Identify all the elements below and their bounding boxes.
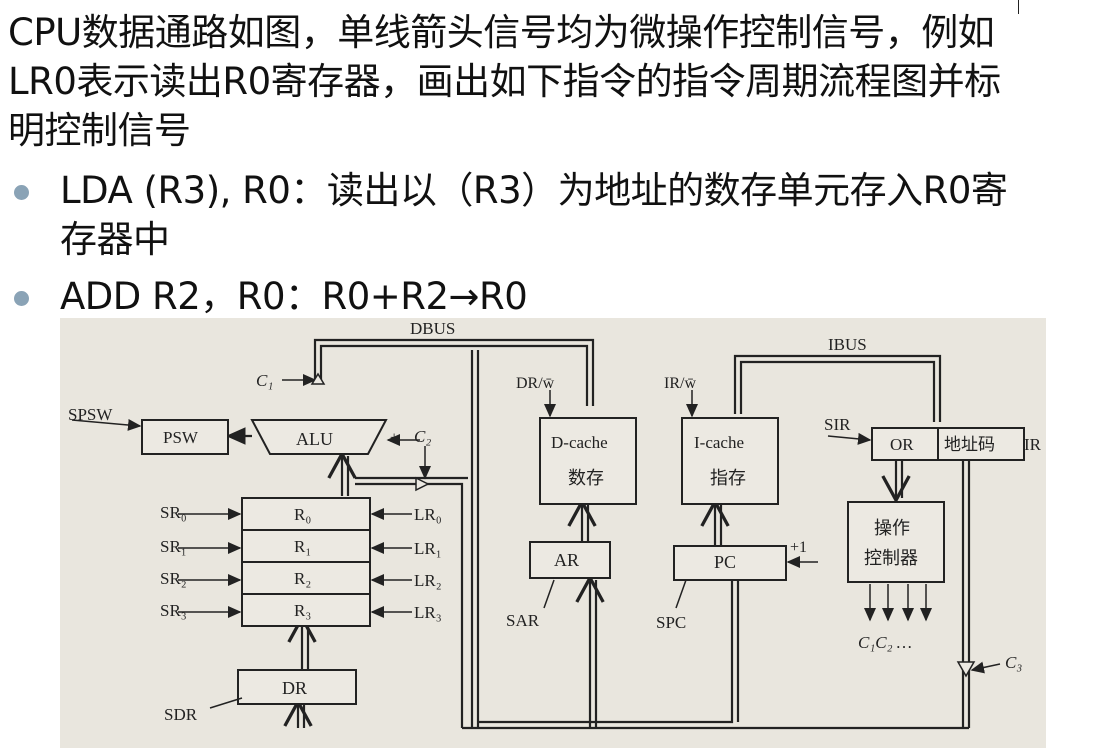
sir-label: SIR [824, 415, 851, 434]
ar-register [529, 541, 611, 579]
question-line-2: LR0表示读出R0寄存器，画出如下指令的指令周期流程图并标 [8, 60, 1001, 103]
r1-label: R₁ [294, 537, 311, 556]
question-text: CPU数据通路如图，单线箭头信号均为微操作控制信号，例如 LR0表示读出R0寄存… [8, 8, 1098, 155]
or-register [871, 427, 939, 461]
addr-code-label: 地址码 [944, 435, 995, 455]
bullet-lda-line-2: 存器中 [60, 218, 170, 261]
sr2-label: SR₂ [160, 569, 187, 588]
bullet-dot-icon [14, 185, 29, 200]
sr3-label: SR₃ [160, 601, 187, 620]
controller-line1: 操作 [874, 518, 910, 539]
ir-label: IR [1024, 435, 1042, 454]
datapath-diagram: DBUS IBUS C₁ ± C₂ C₃ SPSW PSW ALU SR₀ SR… [60, 318, 1046, 748]
sr1-label: SR₁ [160, 537, 187, 556]
c2-sign-label: ± [390, 430, 398, 446]
icache-cn-label: 指存 [710, 468, 746, 489]
ar-label: AR [554, 550, 579, 570]
bullet-add-line-1: ADD R2，R0：R0+R2→R0 [60, 275, 528, 318]
psw-label: PSW [163, 428, 199, 447]
question-line-3: 明控制信号 [8, 109, 191, 152]
psw-register [141, 419, 229, 455]
pc-label: PC [714, 552, 736, 572]
sr0-label: SR₀ [160, 503, 187, 522]
pc-register [673, 545, 787, 581]
alu-label: ALU [296, 429, 333, 449]
ctrl-outputs-label: C₁C₂ … [858, 633, 912, 652]
c3-label: C₃ [1005, 653, 1022, 672]
plus1-label: +1 [790, 539, 807, 556]
bullet-item-lda: LDA (R3), R0：读出以（R3）为地址的数存单元存入R0寄 存器中 [0, 166, 1103, 264]
dcache-cn-label: 数存 [568, 468, 604, 489]
lr2-label: LR₂ [414, 571, 442, 590]
dcache-name-label: D-cache [551, 433, 608, 452]
bullet-lda-line-1: LDA (R3), R0：读出以（R3）为地址的数存单元存入R0寄 [60, 169, 1008, 212]
alu-block [250, 419, 388, 455]
lr1-label: LR₁ [414, 539, 442, 558]
sdr-label: SDR [164, 705, 198, 724]
spc-label: SPC [656, 613, 686, 632]
i-cache-block [681, 417, 779, 505]
register-r1 [241, 529, 371, 563]
r2-label: R₂ [294, 569, 311, 588]
register-r3 [241, 593, 371, 627]
c1-label: C₁ [256, 371, 273, 390]
dr-register [237, 669, 357, 705]
lr3-label: LR₃ [414, 603, 442, 622]
ibus-label: IBUS [828, 335, 867, 354]
addr-code-register [937, 427, 1025, 461]
r0-label: R₀ [294, 505, 311, 524]
dbus-label: DBUS [410, 319, 455, 338]
sar-label: SAR [506, 611, 540, 630]
d-cache-block [539, 417, 637, 505]
question-line-1: CPU数据通路如图，单线箭头信号均为微操作控制信号，例如 [8, 11, 995, 54]
slide-edge-mark [1018, 0, 1019, 14]
c2-label: C₂ [414, 427, 431, 446]
dcache-signal-label: DR/w̄ [516, 375, 555, 392]
icache-name-label: I-cache [694, 433, 744, 452]
bullet-item-add: ADD R2，R0：R0+R2→R0 [0, 272, 1103, 321]
spsw-label: SPSW [68, 405, 113, 424]
controller-block [847, 501, 945, 583]
or-label: OR [890, 435, 914, 454]
datapath-svg: DBUS IBUS C₁ ± C₂ C₃ SPSW PSW ALU SR₀ SR… [68, 319, 1042, 730]
bullet-dot-icon [14, 291, 29, 306]
dr-label: DR [282, 678, 307, 698]
controller-line2: 控制器 [864, 548, 918, 569]
icache-signal-label: IR/w̄ [664, 375, 696, 392]
r3-label: R₃ [294, 601, 311, 620]
lr0-label: LR₀ [414, 505, 442, 524]
